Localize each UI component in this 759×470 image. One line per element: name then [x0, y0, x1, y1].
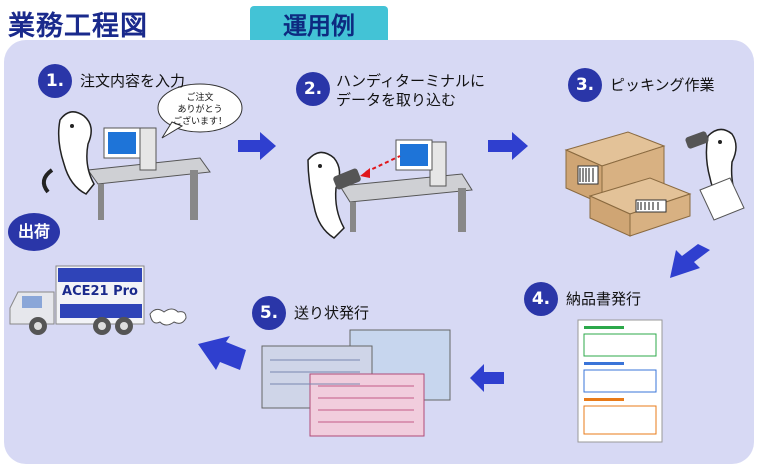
- step5-number-badge: 5.: [252, 296, 286, 330]
- step2-label-line1: ハンディターミナルに: [336, 72, 485, 90]
- step3-illustration: [564, 128, 745, 237]
- step4-illustration: [577, 319, 663, 443]
- tab-label: 運用例: [283, 12, 355, 40]
- step2-illustration: [307, 139, 473, 239]
- speech-line1: ご注文: [186, 91, 213, 103]
- arrow-step2-to-step3: [488, 132, 528, 160]
- page-title: 業務工程図: [8, 11, 148, 42]
- step3-label: ピッキング作業: [610, 76, 715, 94]
- step4-number-badge: 4.: [524, 282, 558, 316]
- step4-label: 納品書発行: [566, 290, 642, 308]
- speech-line3: ございます！: [173, 115, 227, 127]
- step2-number-badge: 2.: [296, 72, 330, 106]
- step1-label: 注文内容を入力: [80, 72, 186, 90]
- step5-illustration: [261, 329, 451, 437]
- step1-number-badge: 1.: [38, 64, 72, 98]
- step2-label-line2: データを取り込む: [336, 91, 457, 109]
- tab-usage-example[interactable]: 運用例: [250, 6, 388, 46]
- step5-label: 送り状発行: [294, 304, 370, 322]
- arrow-step5-to-shipping: [198, 336, 246, 370]
- step3-number-badge: 3.: [568, 68, 602, 102]
- arrow-step4-to-step5: [470, 364, 504, 392]
- step1-illustration: [41, 83, 243, 220]
- truck-label: ACE21 Pro: [62, 284, 138, 299]
- truck-illustration: [9, 265, 187, 335]
- arrow-step3-to-step4: [670, 244, 710, 278]
- arrow-step1-to-step2: [238, 132, 276, 160]
- speech-line2: ありがとう: [177, 103, 222, 115]
- shipping-badge: 出荷: [8, 213, 60, 251]
